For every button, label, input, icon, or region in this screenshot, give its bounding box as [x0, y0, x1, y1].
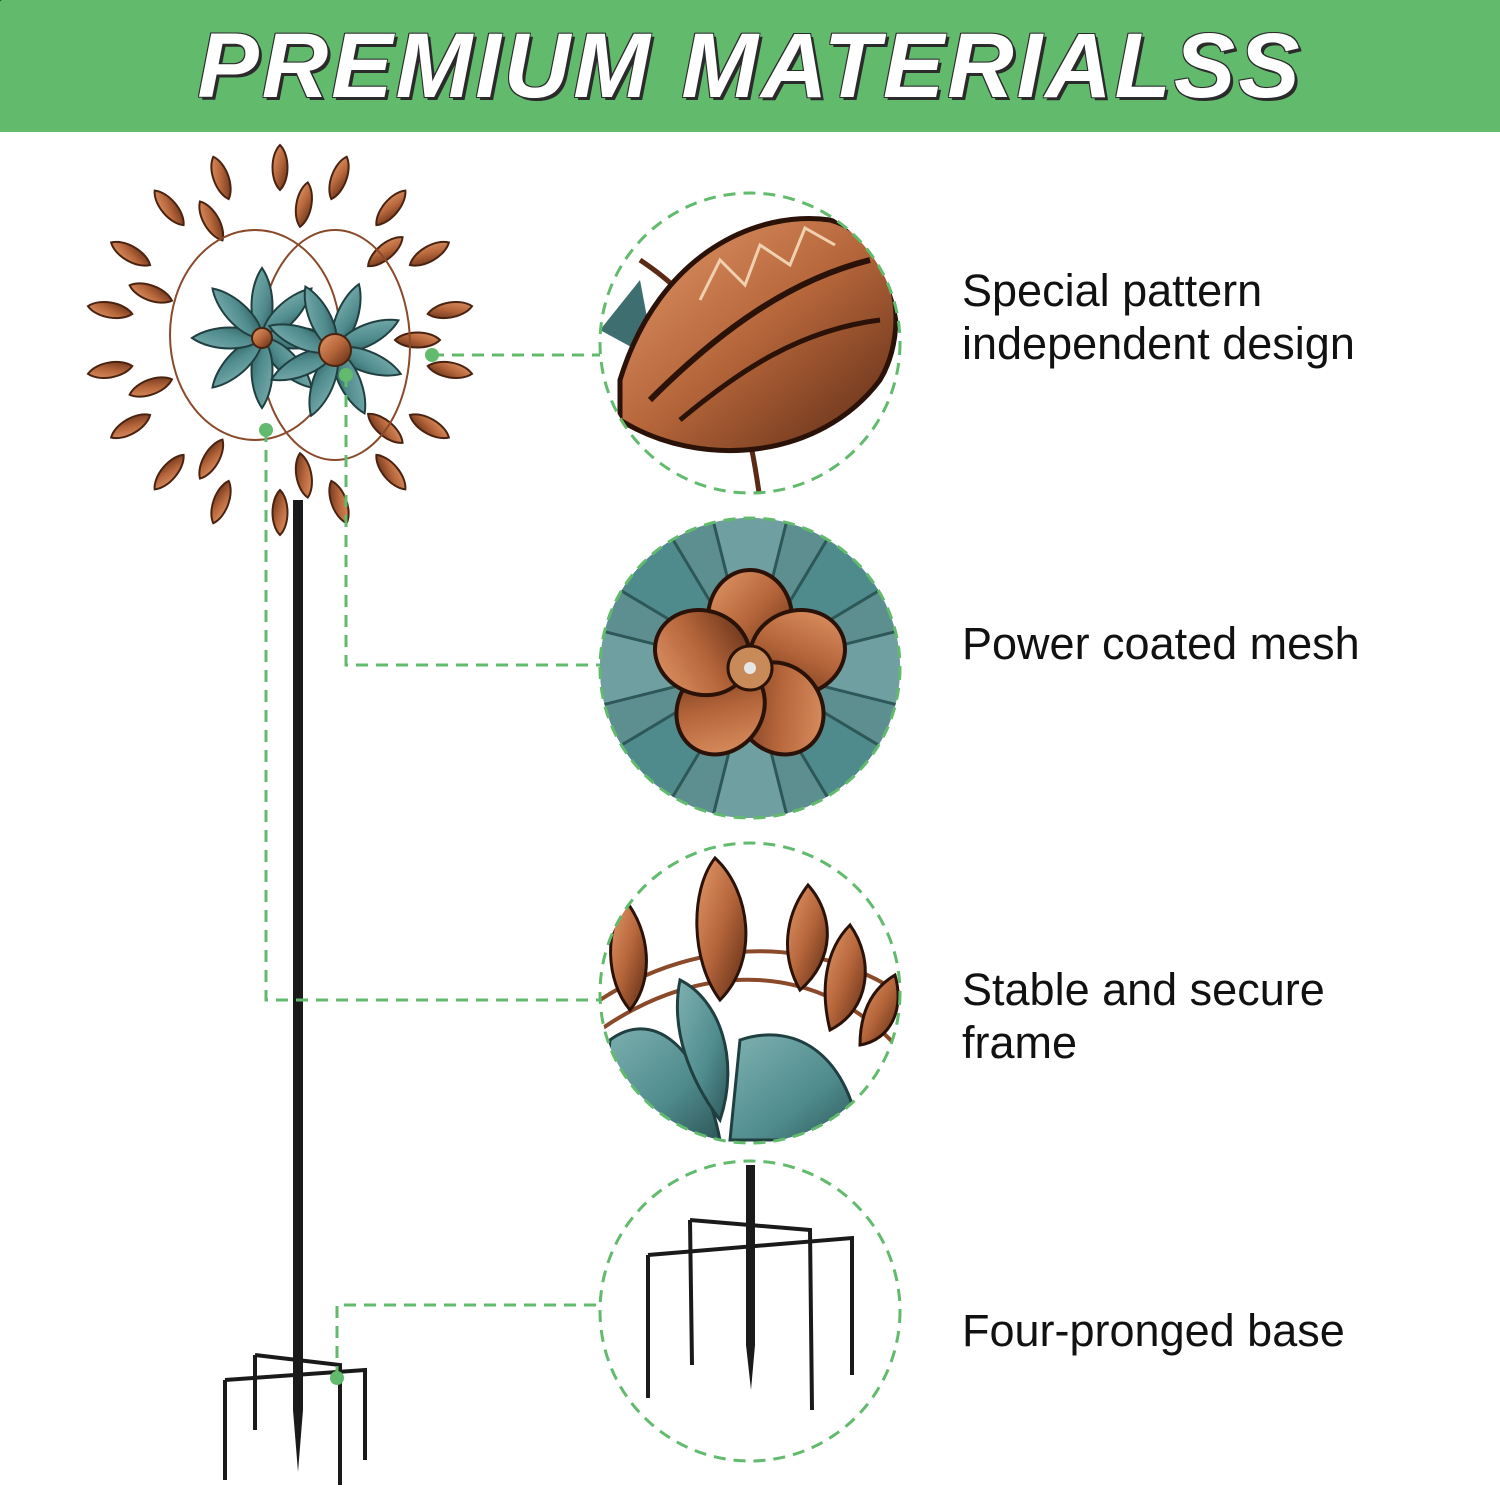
banner-title: PREMIUM MATERIALSS	[197, 14, 1303, 117]
base-prongs	[223, 1353, 367, 1485]
connector-3	[264, 430, 600, 1002]
feature-line: Four-pronged base	[962, 1305, 1345, 1356]
stake-pole	[293, 500, 303, 1410]
copper-leaf-ring	[0, 0, 475, 536]
connector-dots	[259, 348, 439, 1385]
connector-lines	[264, 353, 600, 1378]
base-detail	[598, 1159, 902, 1463]
wind-spinner-image	[0, 0, 475, 1485]
feature-line: independent design	[962, 318, 1355, 369]
connector-2	[344, 375, 600, 667]
teal-blade-cluster	[0, 0, 406, 421]
frame-detail	[598, 841, 902, 1145]
leaf-detail	[598, 191, 902, 495]
feature-power-coated: Power coated mesh	[962, 617, 1482, 670]
feature-line: frame	[962, 1017, 1078, 1068]
feature-stable-frame: Stable and secure frame	[962, 963, 1482, 1069]
connector-4	[335, 1303, 600, 1378]
feature-special-pattern: Special pattern independent design	[962, 264, 1482, 370]
header-banner: PREMIUM MATERIALSS	[0, 0, 1500, 132]
feature-line: Stable and secure	[962, 964, 1325, 1015]
feature-four-pronged: Four-pronged base	[962, 1304, 1482, 1357]
feature-line: Special pattern	[962, 265, 1263, 316]
flower-detail	[598, 516, 902, 820]
feature-line: Power coated mesh	[962, 618, 1360, 669]
